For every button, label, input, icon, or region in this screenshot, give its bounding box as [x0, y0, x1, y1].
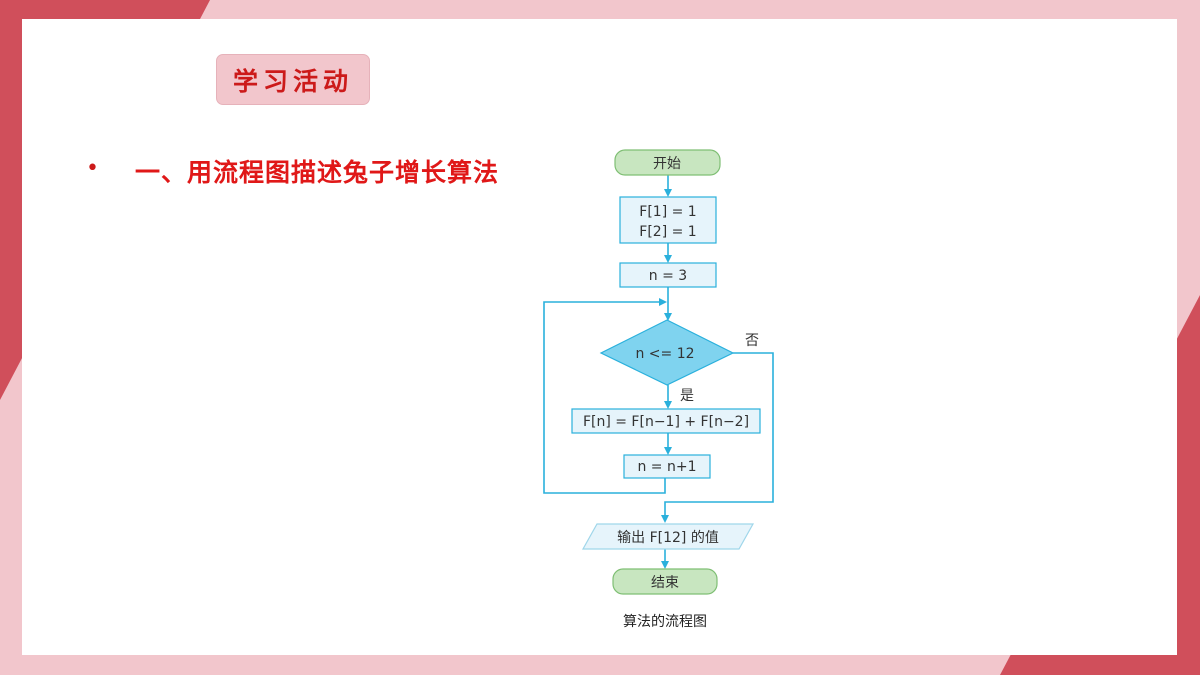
flowchart-caption: 算法的流程图: [623, 614, 707, 630]
set-n-process-box: [619, 262, 717, 288]
start-terminal: [614, 149, 721, 176]
end-label: 结束: [651, 575, 679, 591]
section-badge: 学习活动: [216, 54, 370, 105]
output-io-shape: [581, 523, 755, 550]
flowchart-connectors: [543, 175, 774, 569]
set-n-label: n = 3: [649, 268, 687, 284]
condition-label: n <= 12: [635, 346, 694, 362]
increment-label: n = n+1: [637, 459, 696, 475]
no-branch-label: 否: [745, 333, 759, 349]
arrow-condition-no: [661, 352, 774, 523]
slide-heading: 一、用流程图描述兔子增长算法: [135, 158, 500, 187]
end-terminal: [612, 568, 718, 595]
loop-back-arrow: [543, 298, 667, 494]
condition-decision: [599, 319, 735, 386]
increment-process-box: [623, 454, 711, 479]
compute-process-box: [571, 408, 761, 434]
init-line-2: F[2] = 1: [639, 224, 696, 240]
init-process-box: [619, 196, 717, 244]
yes-branch-label: 是: [680, 388, 694, 404]
bullet-marker: •: [86, 156, 99, 181]
compute-label: F[n] = F[n−1] + F[n−2]: [583, 414, 749, 430]
output-label: 输出 F[12] 的值: [617, 530, 719, 546]
init-line-1: F[1] = 1: [639, 204, 696, 220]
start-label: 开始: [653, 156, 681, 172]
